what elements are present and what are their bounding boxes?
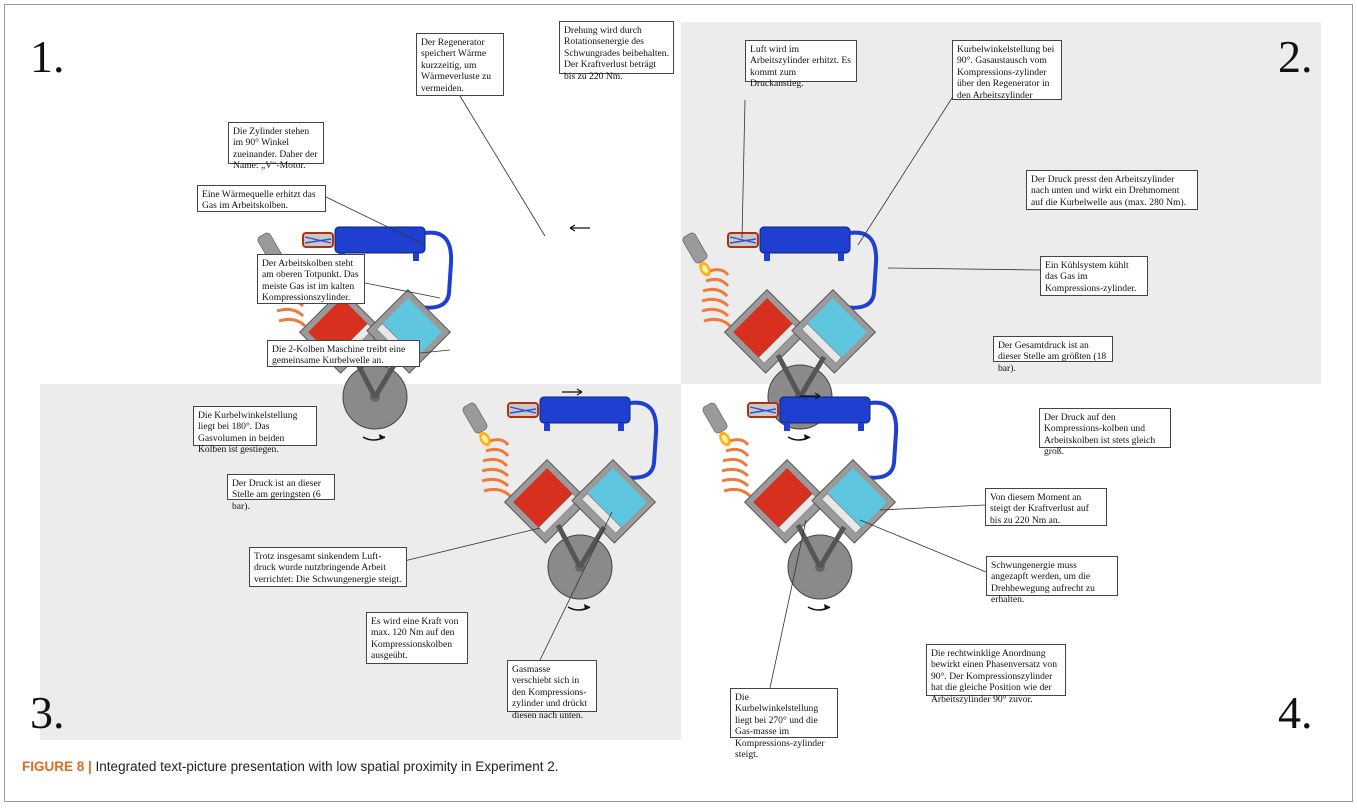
caption-label: FIGURE 8 | [22, 759, 92, 774]
note-flywheel-rotation: Drehung wird durch Rotationsenergie des … [559, 21, 674, 82]
figure-caption: FIGURE 8 | Integrated text-picture prese… [22, 759, 559, 774]
panel-number-4: 4. [1278, 687, 1313, 738]
note-heat-source: Eine Wärmequelle erhitzt das Gas im Arbe… [197, 185, 326, 212]
panel-number-3: 3. [30, 687, 65, 738]
note-phase-offset: Die rechtwinklige Anordnung bewirkt eine… [926, 644, 1066, 705]
note-force-loss: Von diesem Moment an steigt der Kraftver… [985, 488, 1107, 526]
note-crank-90: Kurbelwinkelstellung bei 90°. Gasaustaus… [952, 40, 1062, 101]
note-regenerator: Der Regenerator speichert Wärme kurzzeit… [416, 33, 504, 96]
note-force-120: Es wird eine Kraft von max. 120 Nm auf d… [366, 612, 468, 664]
caption-text: Integrated text-picture presentation wit… [91, 759, 559, 774]
panel-number-1: 1. [30, 31, 65, 82]
note-flywheel-energy: Schwungenergie muss angezapft werden, um… [986, 556, 1118, 605]
note-crankshaft: Die 2-Kolben Maschine treibt eine gemein… [267, 340, 420, 367]
note-crank-270: Die Kurbelwinkelstellung liegt bei 270° … [730, 688, 838, 760]
note-working-piston: Der Arbeitskolben steht am oberen Totpun… [257, 254, 365, 304]
note-v-engine: Die Zylinder stehen im 90° Winkel zueina… [228, 122, 324, 171]
note-equal-pressure: Der Druck auf den Kompressions-kolben un… [1039, 408, 1171, 457]
note-crank-180: Die Kurbelwinkelstellung liegt bei 180°.… [193, 406, 317, 455]
note-pressure-torque: Der Druck presst den Arbeitszylinder nac… [1026, 170, 1198, 210]
note-air-heated: Luft wird im Arbeitszylinder erhitzt. Es… [745, 40, 857, 89]
note-min-pressure: Der Druck ist an dieser Stelle am gering… [227, 474, 335, 512]
note-gas-shift: Gasmasse verschiebt sich in den Kompress… [507, 660, 597, 721]
note-useful-work: Trotz insgesamt sinkendem Luft-druck wur… [249, 547, 407, 587]
note-cooling-system: Ein Kühlsystem kühlt das Gas im Kompress… [1040, 256, 1148, 296]
panel-number-2: 2. [1278, 31, 1313, 82]
note-max-pressure: Der Gesamtdruck ist an dieser Stelle am … [993, 336, 1113, 374]
